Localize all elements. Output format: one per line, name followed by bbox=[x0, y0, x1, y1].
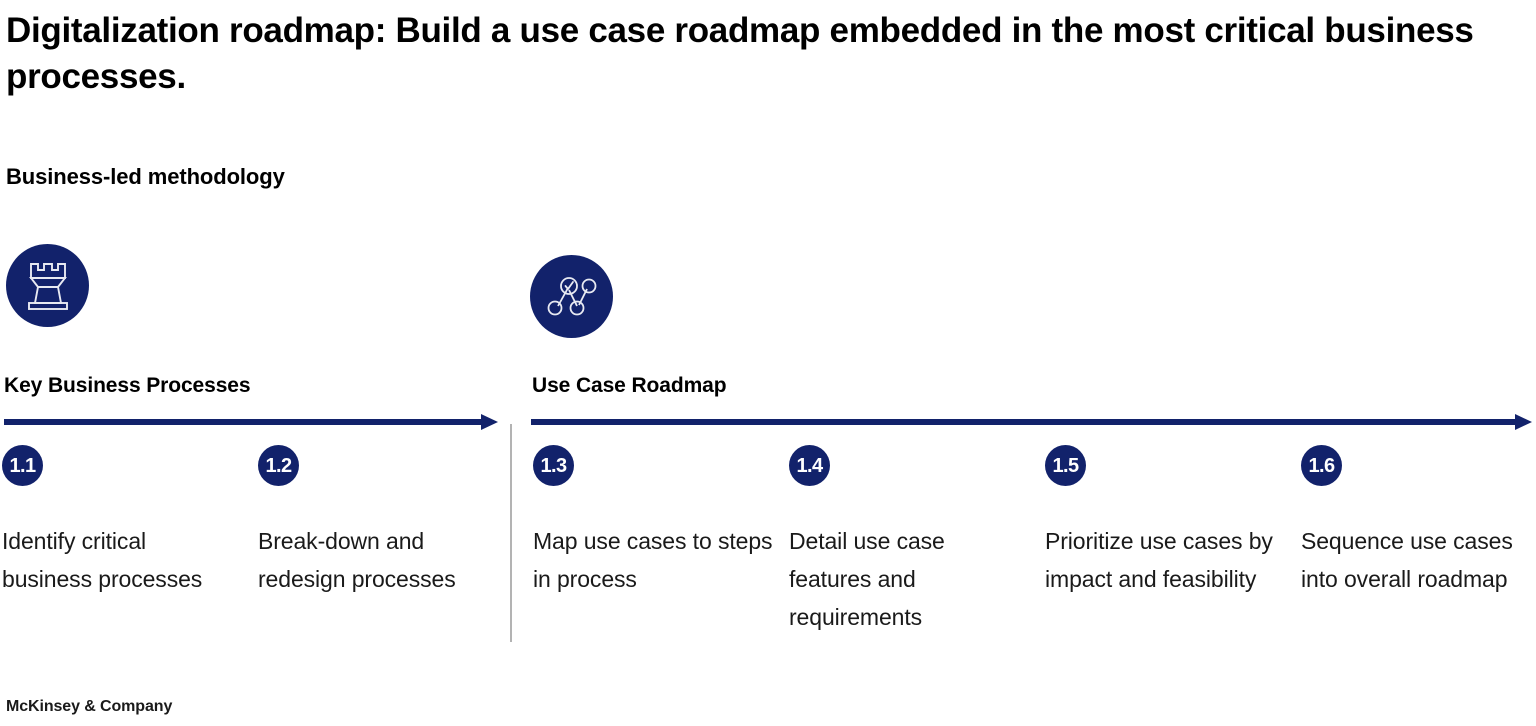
section-header-use-case-roadmap: Use Case Roadmap bbox=[532, 374, 727, 397]
arrow-head bbox=[481, 414, 498, 430]
section-header-key-business-processes: Key Business Processes bbox=[4, 374, 251, 397]
subtitle: Business-led methodology bbox=[6, 164, 285, 189]
step-badge: 1.1 bbox=[2, 445, 43, 486]
process-arrow-left bbox=[4, 414, 498, 430]
step-item: 1.4 Detail use case features and require… bbox=[789, 445, 1029, 636]
arrow-head bbox=[1515, 414, 1532, 430]
arrow-shaft bbox=[4, 419, 481, 425]
step-item: 1.3 Map use cases to steps in process bbox=[533, 445, 773, 598]
step-item: 1.5 Prioritize use cases by impact and f… bbox=[1045, 445, 1285, 598]
arrow-shaft bbox=[531, 419, 1515, 425]
section-divider bbox=[510, 424, 512, 642]
process-arrow-right bbox=[531, 414, 1532, 430]
brand-footer: McKinsey & Company bbox=[6, 698, 173, 715]
step-description: Sequence use cases into overall roadmap bbox=[1301, 528, 1513, 592]
step-description: Detail use case features and requirement… bbox=[789, 528, 945, 630]
step-item: 1.1 Identify critical business processes bbox=[2, 445, 242, 598]
step-description: Prioritize use cases by impact and feasi… bbox=[1045, 528, 1273, 592]
step-description: Map use cases to steps in process bbox=[533, 528, 773, 592]
step-description: Break-down and redesign processes bbox=[258, 528, 456, 592]
step-badge: 1.3 bbox=[533, 445, 574, 486]
step-item: 1.6 Sequence use cases into overall road… bbox=[1301, 445, 1536, 598]
step-badge: 1.5 bbox=[1045, 445, 1086, 486]
page-title: Digitalization roadmap: Build a use case… bbox=[6, 11, 1474, 96]
step-description: Identify critical business processes bbox=[2, 528, 203, 592]
step-item: 1.2 Break-down and redesign processes bbox=[258, 445, 498, 598]
step-badge: 1.2 bbox=[258, 445, 299, 486]
step-badge: 1.6 bbox=[1301, 445, 1342, 486]
chess-rook-icon bbox=[6, 244, 89, 327]
step-badge: 1.4 bbox=[789, 445, 830, 486]
network-nodes-check-icon bbox=[530, 255, 613, 338]
